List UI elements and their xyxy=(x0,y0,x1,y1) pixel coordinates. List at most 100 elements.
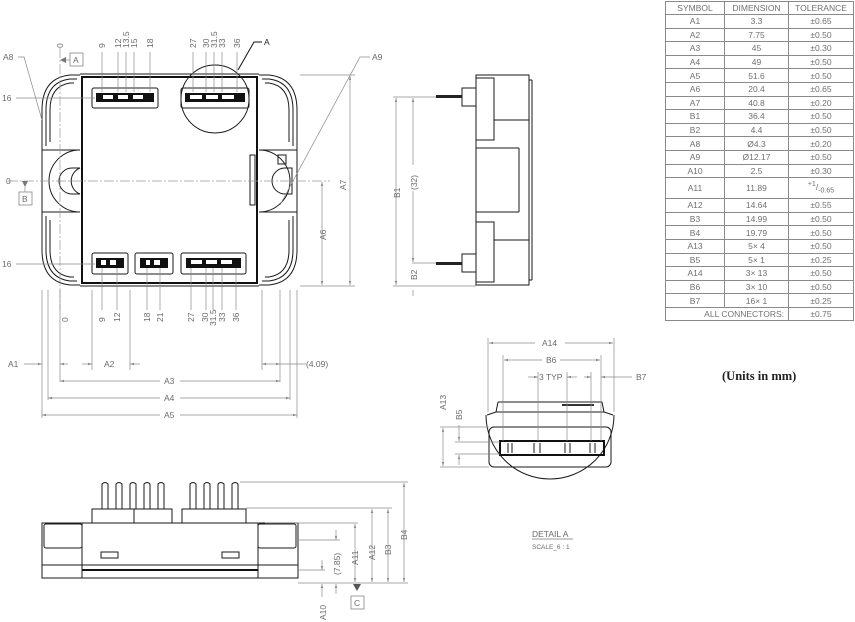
cell-tolerance: ±0.50 xyxy=(788,211,854,227)
pin-label: 27 xyxy=(186,312,196,322)
cell-symbol: A6 xyxy=(665,81,725,97)
cell-tolerance: ±0.50 xyxy=(788,279,854,295)
a11-label: A11 xyxy=(350,550,360,565)
all-connectors-tolerance: ±0.75 xyxy=(788,306,854,322)
cell-symbol: A5 xyxy=(665,68,725,83)
side-pin-bottom xyxy=(436,262,462,265)
pin-label: 33 xyxy=(217,38,227,48)
module-body-outline xyxy=(81,76,258,284)
header-dimension: DIMENSION xyxy=(724,1,789,15)
bottom-left-connector xyxy=(91,252,129,275)
pin-label: 9 xyxy=(97,43,107,48)
pin-label: 12 xyxy=(113,38,123,48)
cell-dimension: 19.79 xyxy=(724,225,789,240)
b2-label: B2 xyxy=(409,269,419,280)
cell-tolerance: ±0.50 xyxy=(788,266,854,281)
pin-label: 18 xyxy=(145,38,155,48)
cell-symbol: A8 xyxy=(665,136,725,151)
cell-dimension: 4.4 xyxy=(724,122,789,138)
cell-tolerance: ±0.20 xyxy=(788,136,854,151)
detail-a-callout: A xyxy=(264,37,270,47)
cell-symbol: A10 xyxy=(665,163,725,179)
cell-symbol: A7 xyxy=(665,95,725,111)
front-connector-left-a xyxy=(91,508,135,524)
side-pin-top xyxy=(436,95,462,98)
datum-a-box xyxy=(69,52,84,67)
tolerance-minus: -0.65 xyxy=(818,187,835,195)
cell-tolerance: ±0.50 xyxy=(788,149,854,165)
detail-a-view: A14 B6 3 TYP B7 A13 B5 DETAIL A SCALE_6 … xyxy=(438,338,647,551)
datum-b-label: B xyxy=(22,194,28,204)
front-connector-left-b xyxy=(133,508,173,524)
detail-a-title: DETAIL A xyxy=(532,529,569,539)
right-upper-ear xyxy=(259,74,298,151)
pin-label: 27 xyxy=(188,38,198,48)
cell-symbol: A1 xyxy=(665,14,725,29)
table-header-row: SYMBOL DIMENSION TOLERANCE xyxy=(665,1,854,15)
pin-label: 36 xyxy=(231,312,241,322)
cell-symbol: B2 xyxy=(665,122,725,138)
cell-symbol: A12 xyxy=(665,198,725,213)
front-slot-left xyxy=(100,551,119,559)
cell-tolerance-asymmetric: +1/-0.65 xyxy=(788,177,854,200)
a8-label: A8 xyxy=(3,52,14,62)
front-pins xyxy=(101,482,239,509)
three-typ-label: 3 TYP xyxy=(539,372,563,382)
side-view: B1 (32) B2 xyxy=(392,74,533,296)
a6-label: A6 xyxy=(318,229,328,240)
cell-tolerance: ±0.25 xyxy=(788,252,854,268)
cell-dimension: 14.99 xyxy=(724,211,789,227)
a3-label: A3 xyxy=(164,376,175,386)
cell-tolerance: ±0.30 xyxy=(788,163,854,179)
pin-label: 21 xyxy=(155,312,165,322)
a1-label: A1 xyxy=(8,359,19,369)
b6-label: B6 xyxy=(546,355,557,365)
all-connectors-label: ALL CONNECTORS: xyxy=(665,306,789,322)
pin-label: 30 xyxy=(200,312,210,322)
pin-label: 33 xyxy=(217,312,227,322)
cell-symbol: A4 xyxy=(665,54,725,70)
left-upper-ear xyxy=(41,74,80,151)
pin-label: 0 xyxy=(60,317,70,322)
cell-symbol: B6 xyxy=(665,279,725,295)
detail-circle xyxy=(485,414,615,480)
right-lower-ear xyxy=(259,211,298,286)
cell-symbol: B5 xyxy=(665,252,725,268)
ref-785-label: (7.85) xyxy=(332,553,342,575)
cell-tolerance: ±0.50 xyxy=(788,122,854,138)
table-footer-row: ALL CONNECTORS:±0.75 xyxy=(665,306,854,322)
cell-dimension: 14.64 xyxy=(724,198,789,213)
a7-label: A7 xyxy=(338,179,348,190)
a9-label: A9 xyxy=(372,52,383,62)
cell-dimension: 7.75 xyxy=(724,27,789,43)
cell-symbol: B1 xyxy=(665,109,725,124)
cell-tolerance: ±0.50 xyxy=(788,238,854,254)
bottom-right-connector xyxy=(180,252,247,275)
cell-dimension: Ø4.3 xyxy=(724,136,789,151)
cell-dimension: 40.8 xyxy=(724,95,789,111)
detail-connector-shroud xyxy=(488,426,612,468)
origin-label-left: 0 xyxy=(6,176,11,186)
datum-b-box xyxy=(18,191,33,206)
units-note: (Units in mm) xyxy=(722,369,797,383)
cell-dimension: 20.4 xyxy=(724,81,789,97)
b3-label: B3 xyxy=(383,544,393,555)
side-pin-boss-top xyxy=(461,87,477,107)
cell-dimension: 5× 4 xyxy=(724,238,789,254)
side-pin-boss-bottom xyxy=(461,253,477,273)
header-tolerance: TOLERANCE xyxy=(788,1,854,15)
cell-tolerance: ±0.50 xyxy=(788,27,854,43)
header-symbol: SYMBOL xyxy=(665,1,725,15)
top-view: 9 12 13.5 15 18 27 30 31.5 33 36 0 0 9 1… xyxy=(2,31,383,420)
front-view: B4 B3 A12 A11 (7.85) A10 C xyxy=(41,481,409,620)
